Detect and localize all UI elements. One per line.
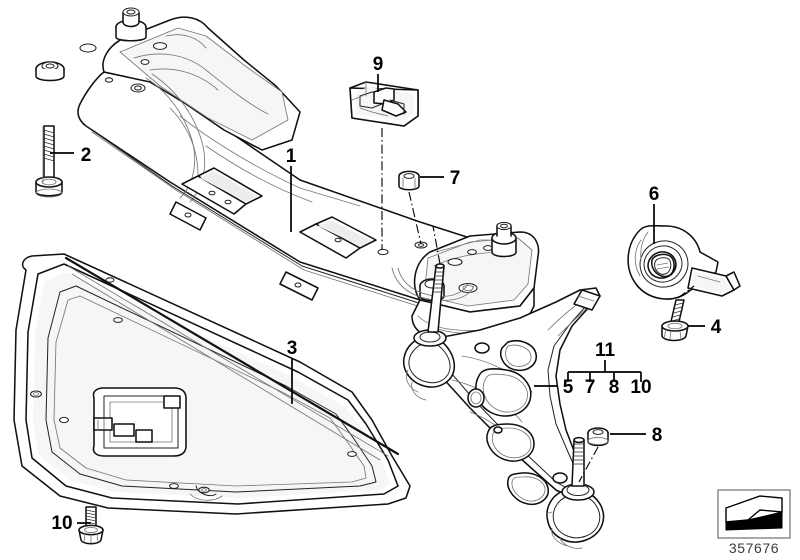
part-6-control-arm-bushing-bracket[interactable] [627,224,741,300]
part-4-bolt-short[interactable] [661,299,689,342]
brace-label-8: 8 [609,377,620,398]
callout-label-9: 9 [373,54,384,75]
callout-label-3: 3 [287,338,298,359]
brace-label-10: 10 [630,377,651,398]
axis-line-part-8 [578,446,599,483]
callout-label-8: 8 [652,425,663,446]
callout-label-10: 10 [51,513,72,534]
callout-label-5: 5 [563,377,574,398]
part-5-wishbone-control-arm[interactable] [402,263,605,549]
axis-line-part-7 [408,191,422,245]
part-2-hex-bolt-long[interactable] [35,125,63,198]
callout-label-2: 2 [81,145,92,166]
part-7-self-locking-nut[interactable] [398,170,420,191]
diagram-number: 357676 [729,540,779,556]
callout-label-11: 11 [595,340,616,361]
callout-label-4: 4 [711,317,722,338]
axis-line-upper-ball-joint [432,225,441,265]
repair-kit-brace [567,360,642,382]
callout-label-1: 1 [286,146,297,167]
brace-label-7: 7 [585,377,596,398]
diagram-watermark: 357676 [717,489,791,556]
part-1-front-axle-support-subframe[interactable] [35,7,540,339]
callout-label-6: 6 [649,184,660,205]
part-3-engine-underbody-shield[interactable] [13,253,411,515]
part-9-mounting-clip-bracket[interactable] [349,81,419,127]
part-8-self-locking-collar-nut[interactable] [587,427,609,447]
callout-label-7: 7 [450,168,461,189]
axis-line-part-4 [677,285,695,299]
part-10-bolt-with-washer[interactable] [78,506,104,545]
